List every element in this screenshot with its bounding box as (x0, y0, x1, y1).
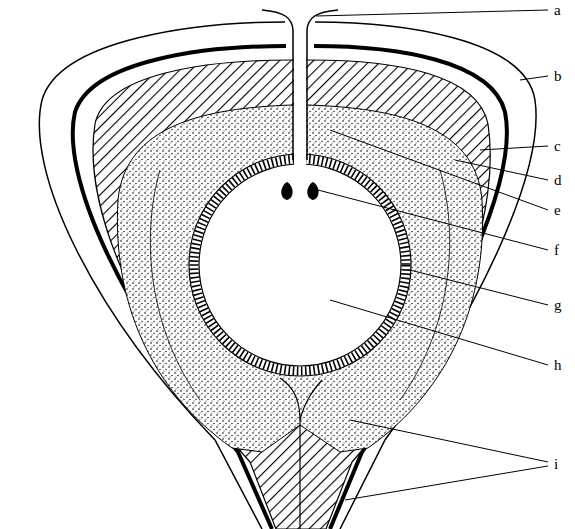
central-cavity (199, 164, 401, 366)
callout-letter: h (553, 357, 563, 373)
callout-letter: e (553, 202, 562, 218)
callout-letter: f (553, 242, 560, 258)
callout-letter: c (553, 138, 562, 154)
callout-letter: b (553, 68, 563, 84)
callout-letter: g (553, 297, 563, 313)
ring-layer (189, 154, 411, 376)
callout-letter: d (553, 172, 563, 188)
archegonium (281, 166, 292, 200)
callout-letter: a (553, 2, 562, 18)
micropyle (262, 10, 293, 160)
leader-lines (316, 10, 548, 500)
callout-letter: i (553, 456, 559, 472)
archegonium (307, 166, 318, 200)
hatched-layer (93, 60, 490, 529)
